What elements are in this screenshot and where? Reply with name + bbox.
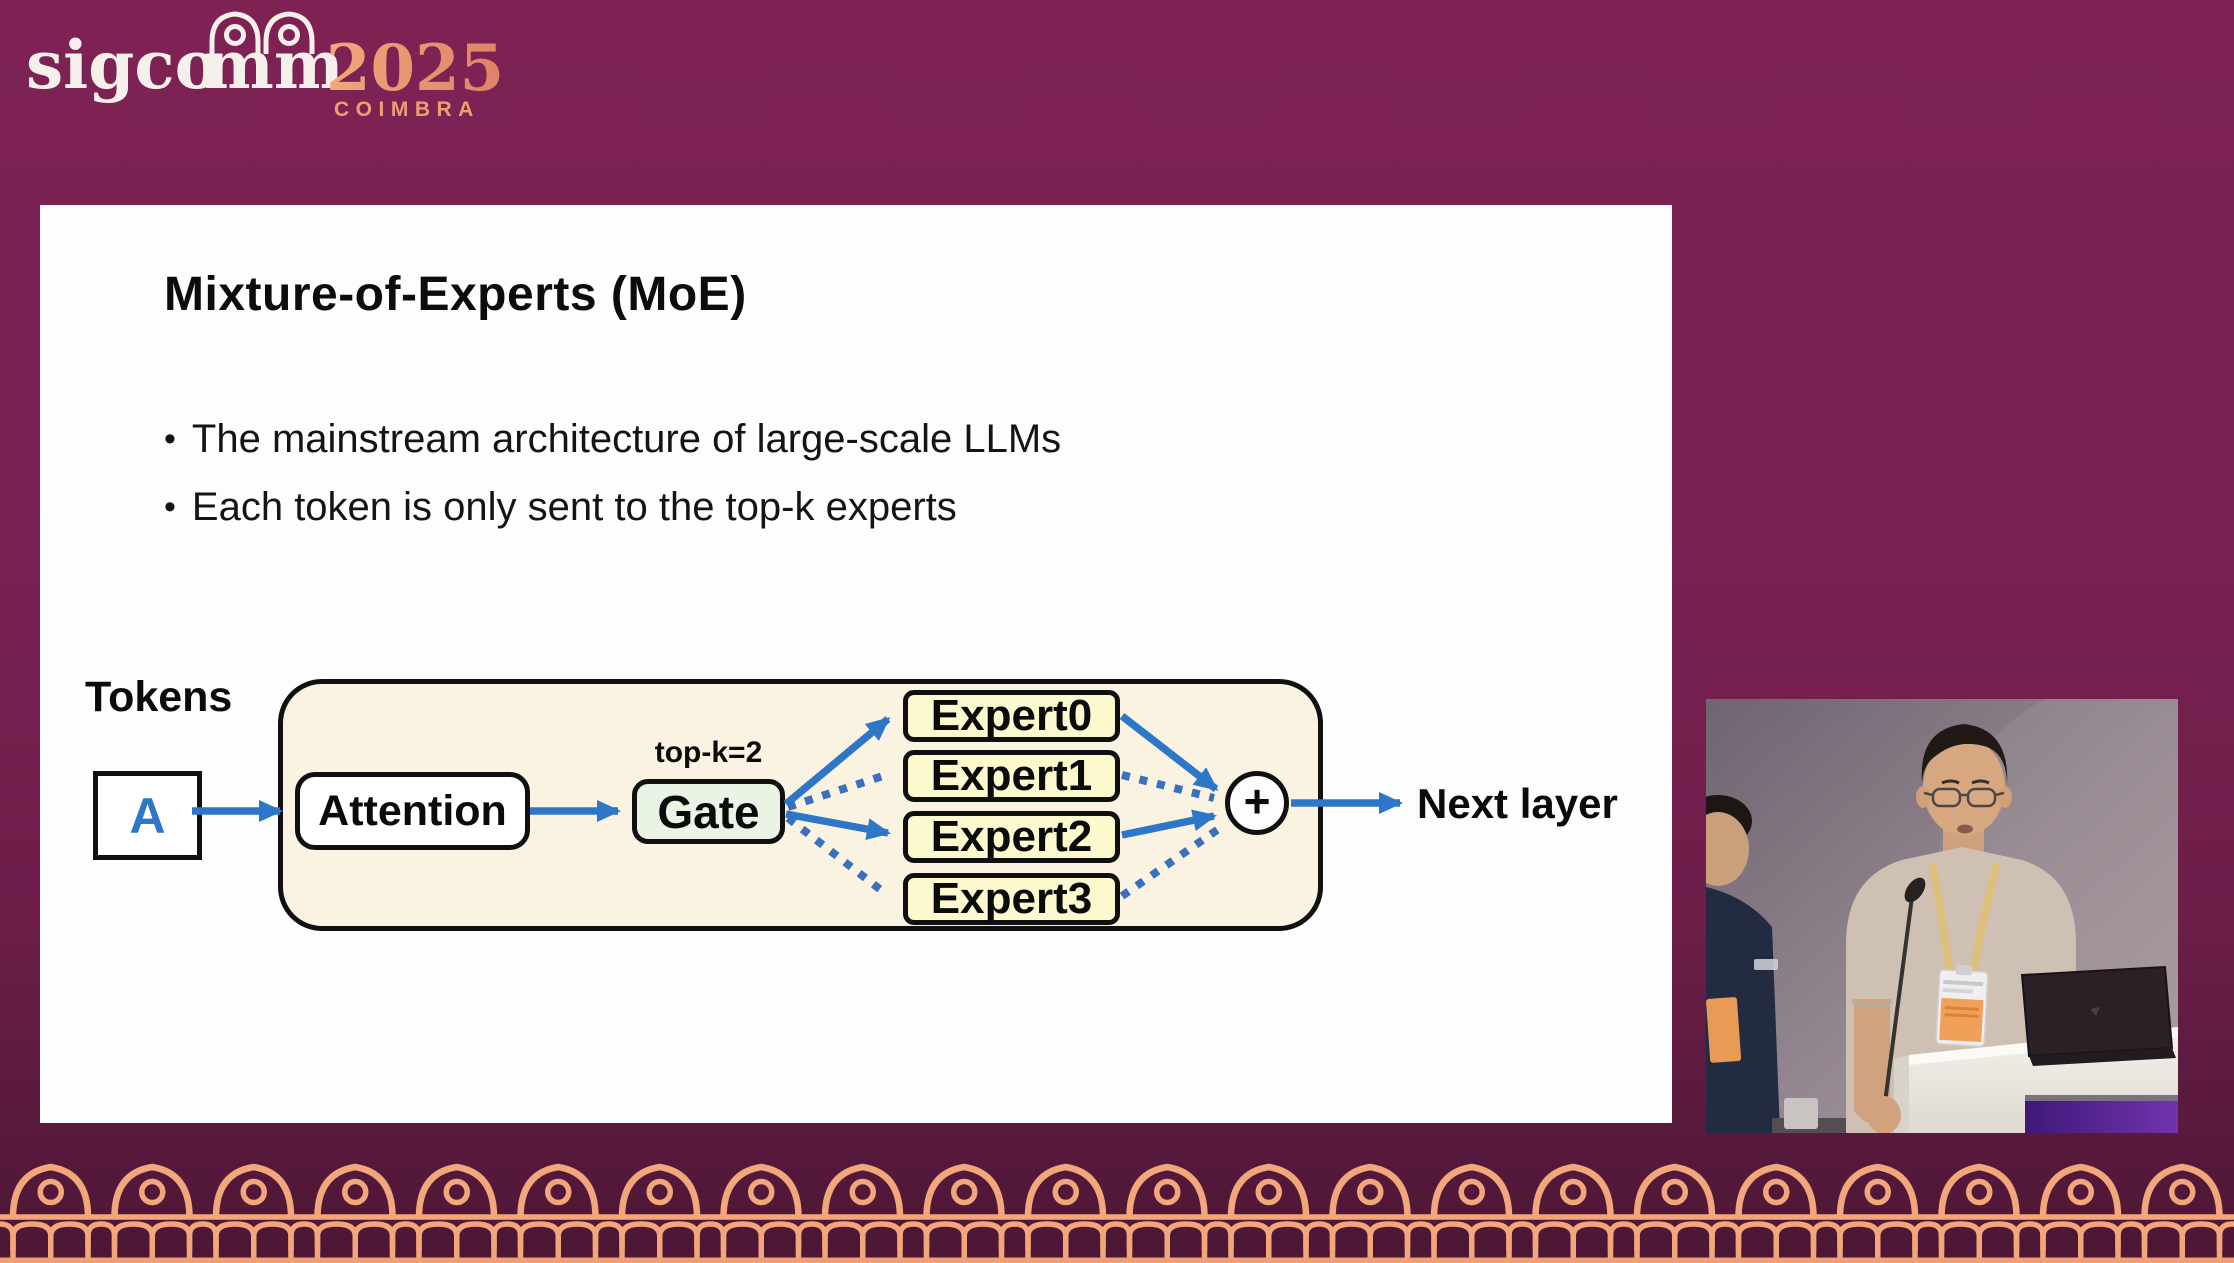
- bullet-icon: •: [164, 420, 176, 458]
- logo-wordmark-prefix: sigco: [26, 26, 219, 104]
- podium-recess-shadow: [2025, 1095, 2178, 1102]
- logo-year: 2025: [326, 31, 504, 106]
- attention-box: Attention: [295, 772, 530, 850]
- eyebrow: [1971, 779, 1990, 785]
- presenter-hand: [1867, 1096, 1901, 1133]
- microphone: [1879, 877, 1926, 1133]
- presenter-face: [1923, 738, 2005, 836]
- routing-arrows: [192, 713, 1403, 900]
- next-layer-label: Next layer: [1417, 780, 1618, 827]
- bullet-text: Each token is only sent to the top-k exp…: [191, 485, 957, 529]
- presenter-ear: [1998, 786, 2012, 808]
- gate-box: Gate: [632, 779, 785, 844]
- arch-pattern: [0, 1160, 2234, 1263]
- laptop-logo: [2090, 1007, 2100, 1016]
- podium-purple-panel: [2025, 1101, 2178, 1133]
- logo-city: COIMBRA: [334, 98, 480, 121]
- bullet-icon: •: [164, 488, 176, 526]
- token-box: A: [93, 771, 202, 860]
- bullet-item: • The mainstream architecture of large-s…: [164, 417, 1061, 485]
- bullet-text: The mainstream architecture of large-sca…: [191, 417, 1062, 461]
- tokens-label: Tokens: [85, 673, 233, 721]
- floor-object: [1784, 1098, 1818, 1129]
- expert1-box: Expert1: [903, 750, 1120, 802]
- logo-arch-icon: [209, 11, 315, 54]
- presenter-mouth: [1957, 824, 1973, 834]
- bullet-item: • Each token is only sent to the top-k e…: [164, 485, 1061, 553]
- second-person: [1706, 795, 1780, 1133]
- conference-badge: [1935, 964, 1989, 1047]
- topk-label: top-k=2: [654, 736, 763, 769]
- eyebrow: [1941, 779, 1960, 785]
- slide: Mixture-of-Experts (MoE) • The mainstrea…: [40, 205, 1672, 1123]
- expert3-box: Expert3: [903, 873, 1120, 925]
- laptop: [2020, 965, 2176, 1066]
- sleeve-hem: [1851, 999, 1893, 1008]
- slide-title: Mixture-of-Experts (MoE): [164, 268, 747, 321]
- bullet-list: • The mainstream architecture of large-s…: [164, 417, 1061, 553]
- presenter-hair: [1921, 724, 2008, 785]
- sigcomm-logo: sigco mm 2025 COIMBRA: [26, 11, 504, 121]
- presenter-arm: [1854, 999, 1890, 1123]
- glasses-icon: [1923, 787, 2005, 808]
- expert0-box: Expert0: [903, 690, 1120, 742]
- expert2-box: Expert2: [903, 811, 1120, 863]
- presenter-ear: [1916, 786, 1930, 808]
- coimbra-arch-border: [0, 1160, 2234, 1263]
- speaker-video-feed: [1706, 699, 2178, 1133]
- sum-node: +: [1225, 771, 1289, 835]
